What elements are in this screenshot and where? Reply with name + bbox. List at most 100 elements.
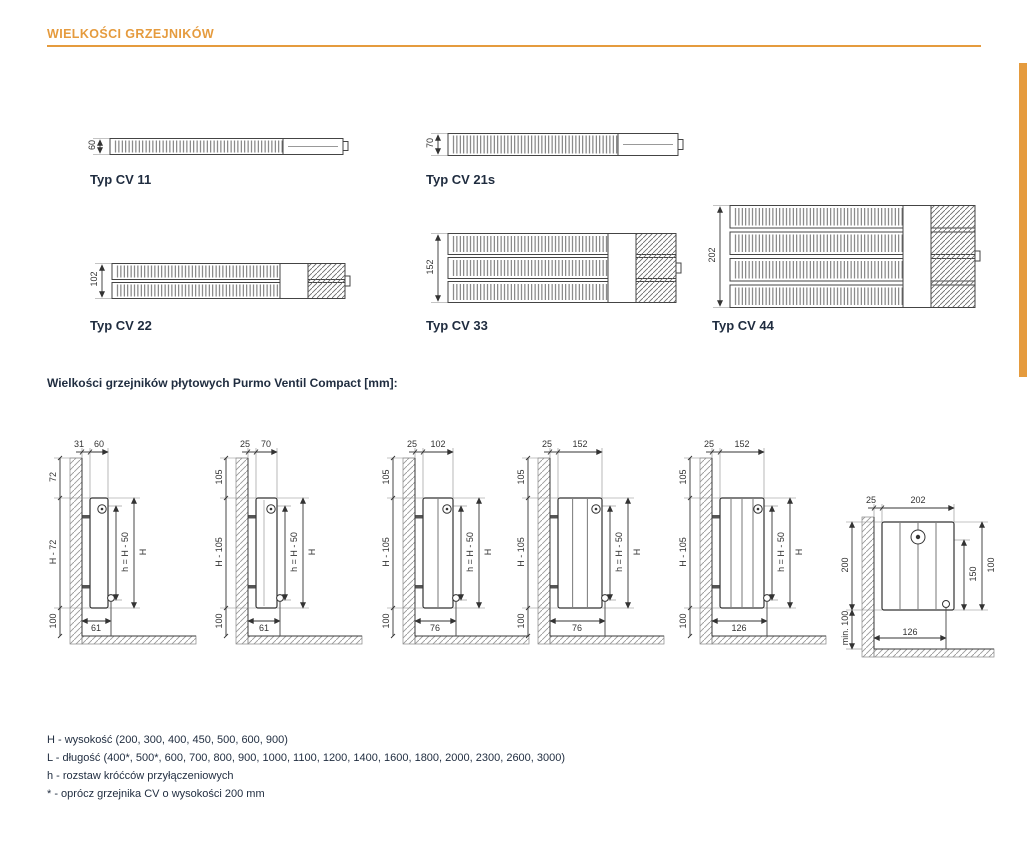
side-view-cv11-drawing [54, 448, 197, 645]
title-rule [47, 45, 981, 47]
dim-floor-clearance: 100 [678, 613, 688, 629]
side-view-cv11: 31 60 72 H - 72 100 h = H - 50 H 61 [48, 436, 220, 648]
side-view-cv33-drawing [522, 448, 665, 645]
dim-conn-spacing: h = H - 50 [465, 532, 475, 572]
wall-and-floor [699, 457, 827, 645]
dim-conn-distance: 61 [90, 623, 101, 633]
dim-wall-gap: 25 [406, 439, 417, 449]
cross-section-cv22: 102 [89, 263, 354, 299]
dim-top-offset: 105 [214, 469, 224, 485]
dim-depth: 102 [430, 439, 446, 449]
radiator-side [550, 497, 609, 636]
label-cv44: Typ CV 44 [712, 318, 774, 333]
wall-and-floor [861, 516, 995, 658]
section-title: Wielkości grzejników płytowych Purmo Ven… [47, 376, 398, 390]
dim-floor-clearance: 100 [516, 613, 526, 629]
dim-top-offset: 105 [678, 469, 688, 485]
dim-wall-gap: 25 [865, 495, 876, 505]
dim-bracket-span: H - 72 [48, 539, 58, 565]
dim-wall-gap: 25 [239, 439, 250, 449]
dim-conn-spacing: h = H - 50 [120, 532, 130, 572]
dim-depth: 152 [572, 439, 588, 449]
cv22-drawing [95, 263, 351, 299]
dim-conn-distance: 61 [258, 623, 269, 633]
radiator-side [248, 497, 284, 636]
dimension-lines [684, 448, 796, 639]
side-view-cv44-drawing [684, 448, 827, 645]
dim-depth: 152 [734, 439, 750, 449]
low-model-drawing [846, 504, 995, 658]
wall-and-floor [69, 457, 197, 645]
legend: H - wysokość (200, 300, 400, 450, 500, 6… [47, 731, 565, 803]
dim-conn-distance: 76 [429, 623, 440, 633]
dim-floor-clearance: 100 [381, 613, 391, 629]
wall-and-floor [402, 457, 530, 645]
dim-depth: 60 [93, 439, 104, 449]
wall-and-floor [235, 457, 363, 645]
dim-top-offset: 72 [48, 472, 58, 483]
low-model-view: 25 202 200 min. 100 150 100 126 [840, 492, 1027, 662]
label-cv21s: Typ CV 21s [426, 172, 496, 187]
dim-conn-distance: 126 [902, 627, 918, 637]
dim-depth: 202 [910, 495, 926, 505]
dim-floor-clearance: min. 100 [840, 610, 850, 646]
dimension-lines [54, 448, 140, 639]
dim-depth-cv44: 202 [707, 247, 717, 263]
cross-section-cv33: 152 [425, 233, 686, 304]
dim-height: H [632, 548, 642, 556]
radiator-side [712, 497, 771, 636]
cross-section-cv44: 202 [707, 205, 985, 309]
dim-right-inner: 150 [968, 566, 978, 582]
cross-section-cv11: 60 [87, 138, 352, 156]
dim-floor-clearance: 100 [48, 613, 58, 629]
dim-depth-cv22: 102 [89, 271, 99, 287]
dim-conn-distance: 126 [731, 623, 747, 633]
dim-depth-cv21s: 70 [425, 138, 435, 149]
cv21s-drawing [431, 133, 684, 156]
dim-depth: 70 [260, 439, 271, 449]
dim-top-offset: 105 [516, 469, 526, 485]
dim-conn-spacing: h = H - 50 [776, 532, 786, 572]
legend-line-height: H - wysokość (200, 300, 400, 450, 500, 6… [47, 734, 288, 746]
dimension-lines [387, 448, 485, 639]
legend-line-connection: h - rozstaw króćców przyłączeniowych [47, 770, 234, 782]
radiator-side [881, 521, 955, 649]
dim-height: H [794, 548, 804, 556]
dim-height: H [138, 548, 148, 556]
page-title: WIELKOŚCI GRZEJNIKÓW [47, 27, 215, 41]
dim-bracket-span: H - 105 [214, 537, 224, 567]
dim-bracket-span: H - 105 [516, 537, 526, 567]
label-cv22: Typ CV 22 [90, 318, 152, 333]
cross-section-cv21s: 70 [425, 133, 688, 157]
dim-bracket-span: H - 105 [381, 537, 391, 567]
legend-line-footnote: * - oprócz grzejnika CV o wysokości 200 … [47, 788, 265, 800]
label-cv11: Typ CV 11 [90, 172, 152, 187]
dim-height: H [483, 548, 493, 556]
side-view-cv44: 25 152 105 H - 105 100 h = H - 50 H 126 [678, 436, 850, 648]
dim-wall-gap: 31 [73, 439, 84, 449]
dim-bracket-span: H - 105 [678, 537, 688, 567]
dim-top-offset: 105 [381, 469, 391, 485]
dim-wall-gap: 25 [541, 439, 552, 449]
side-view-cv22: 25 102 105 H - 105 100 h = H - 50 H 76 [381, 436, 553, 648]
cv33-drawing [431, 233, 682, 303]
wall-and-floor [537, 457, 665, 645]
legend-line-length: L - długość (400*, 500*, 600, 700, 800, … [47, 752, 566, 764]
dimension-lines [220, 448, 309, 639]
right-accent-bar [1019, 63, 1027, 377]
side-view-cv21s: 25 70 105 H - 105 100 h = H - 50 H 61 [214, 436, 386, 648]
dim-floor-clearance: 100 [214, 613, 224, 629]
side-view-cv33: 25 152 105 H - 105 100 h = H - 50 H 76 [516, 436, 688, 648]
dim-conn-spacing: h = H - 50 [289, 532, 299, 572]
side-view-cv21s-drawing [220, 448, 363, 645]
dim-wall-gap: 25 [703, 439, 714, 449]
label-cv33: Typ CV 33 [426, 318, 488, 333]
side-view-cv22-drawing [387, 448, 530, 645]
radiator-side [415, 497, 460, 636]
cv11-drawing [93, 138, 349, 155]
dim-conn-distance: 76 [571, 623, 582, 633]
cv44-drawing [713, 205, 981, 308]
dimension-lines [846, 504, 988, 650]
dim-depth-cv33: 152 [425, 259, 435, 275]
